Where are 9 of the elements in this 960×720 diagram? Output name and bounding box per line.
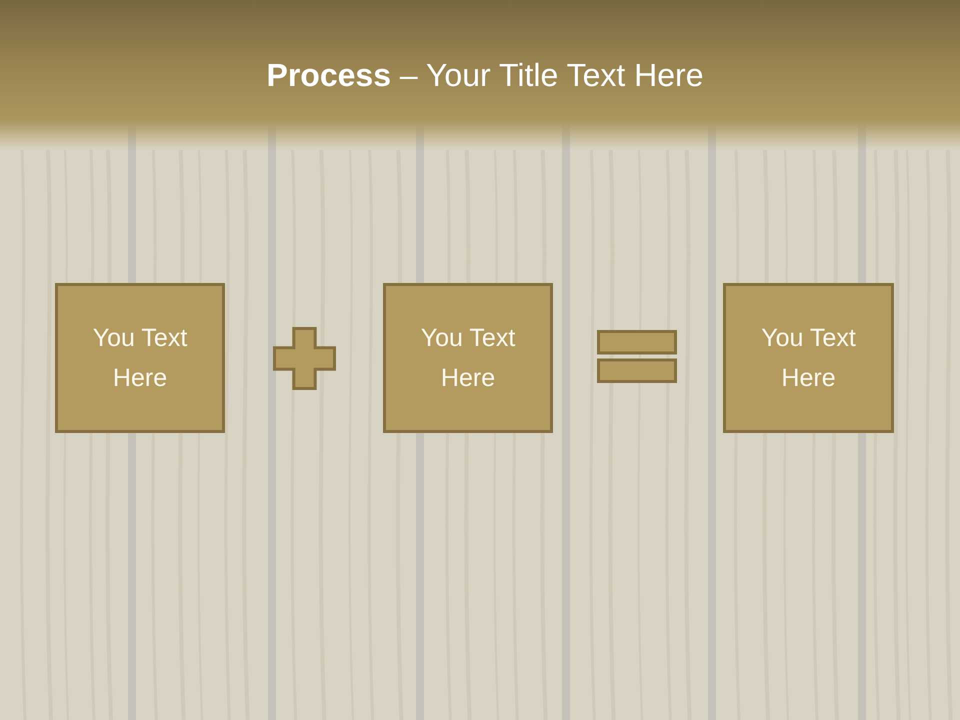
process-box <box>383 283 553 433</box>
box-text: You Text Here <box>760 323 857 394</box>
process-box <box>55 283 225 433</box>
process-box <box>723 283 894 433</box>
equals-sign <box>597 330 677 383</box>
plus-sign <box>273 327 336 390</box>
box-text: You Text Here <box>92 323 188 394</box>
slide-title: Process – Your Title Text Here <box>265 56 704 95</box>
box-text: You Text Here <box>420 323 516 394</box>
